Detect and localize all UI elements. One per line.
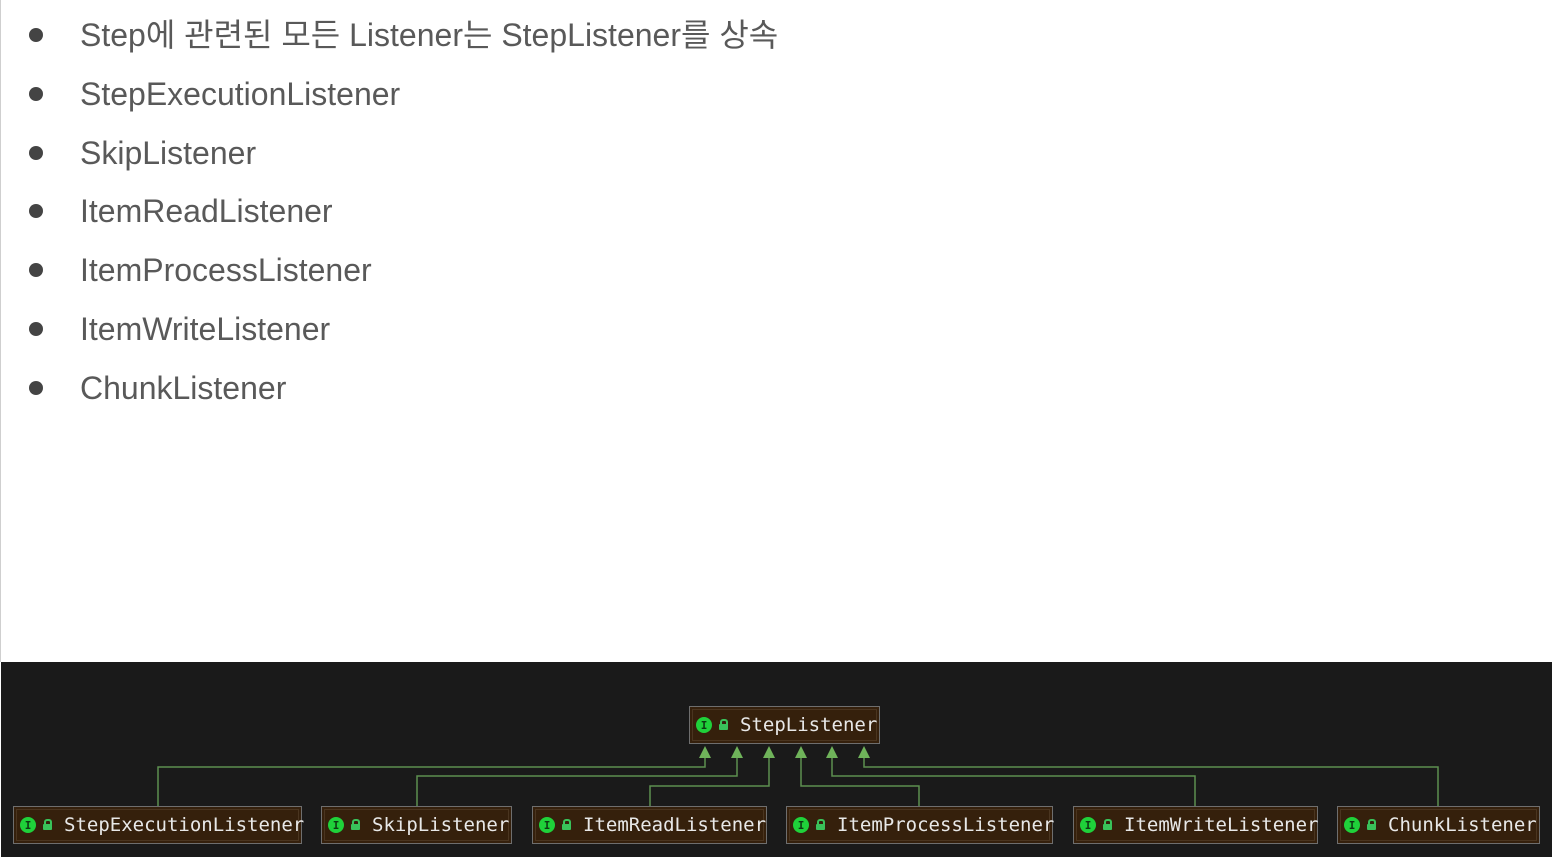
bullet-icon [29,263,43,277]
arrowhead-icon [763,746,775,758]
list-item-text: Step에 관련된 모든 Listener는 StepListener를 상속 [80,17,779,53]
node-stepexecutionlistener[interactable]: I StepExecutionListener [13,806,305,844]
public-lock-icon [42,819,52,831]
bullet-icon [29,204,43,218]
node-label: StepExecutionListener [64,814,305,836]
interface-icon: I [539,817,555,833]
node-itemwritelistener[interactable]: I ItemWriteListener [1073,806,1318,844]
interface-icon: I [328,817,344,833]
bullet-icon [29,87,43,101]
interface-icon: I [20,817,36,833]
edge-skiplistener [416,754,738,806]
public-lock-icon [561,819,571,831]
arrowhead-icon [858,746,870,758]
edge-itemprocesslistener [800,754,920,806]
edge-itemwritelistener [831,754,1196,806]
node-label: ItemProcessListener [837,814,1055,836]
interface-icon: I [1344,817,1360,833]
node-chunklistener[interactable]: I ChunkListener [1337,806,1540,844]
list-item-text: ChunkListener [80,370,287,406]
interface-icon: I [793,817,809,833]
node-skiplistener[interactable]: I SkipListener [321,806,512,844]
node-itemprocesslistener[interactable]: I ItemProcessListener [786,806,1055,844]
node-itemreadlistener[interactable]: I ItemReadListener [532,806,767,844]
slide-left-border [0,0,1,662]
public-lock-icon [1102,819,1112,831]
list-item-text: ItemWriteListener [80,311,331,347]
arrowhead-icon [826,746,838,758]
arrowhead-icon [699,746,711,758]
list-item-text: StepExecutionListener [80,76,401,112]
edge-stepexecutionlistener [157,754,706,806]
bullet-list: Step에 관련된 모든 Listener는 StepListener를 상속 … [29,17,779,406]
public-lock-icon [718,719,728,731]
list-item-text: SkipListener [80,135,257,171]
list-item-text: ItemReadListener [80,193,333,229]
edge-itemreadlistener [649,754,770,806]
bullet-icon [29,28,43,42]
interface-icon: I [1080,817,1096,833]
public-lock-icon [815,819,825,831]
arrowhead-icon [795,746,807,758]
node-label: ItemWriteListener [1124,814,1319,836]
bullet-icon [29,146,43,160]
list-item-text: ItemProcessListener [80,252,372,288]
class-diagram: I StepListener I StepExecutionListener I… [1,662,1552,857]
arrowhead-icon [731,746,743,758]
public-lock-icon [1366,819,1376,831]
inheritance-edges [157,746,1439,806]
node-label: SkipListener [372,814,510,836]
node-label: StepListener [740,714,878,736]
interface-icon: I [696,717,712,733]
node-label: ChunkListener [1388,814,1537,836]
public-lock-icon [350,819,360,831]
bullet-icon [29,381,43,395]
node-label: ItemReadListener [583,814,767,836]
node-steplistener[interactable]: I StepListener [689,706,880,744]
edge-chunklistener [863,754,1439,806]
bullet-icon [29,322,43,336]
